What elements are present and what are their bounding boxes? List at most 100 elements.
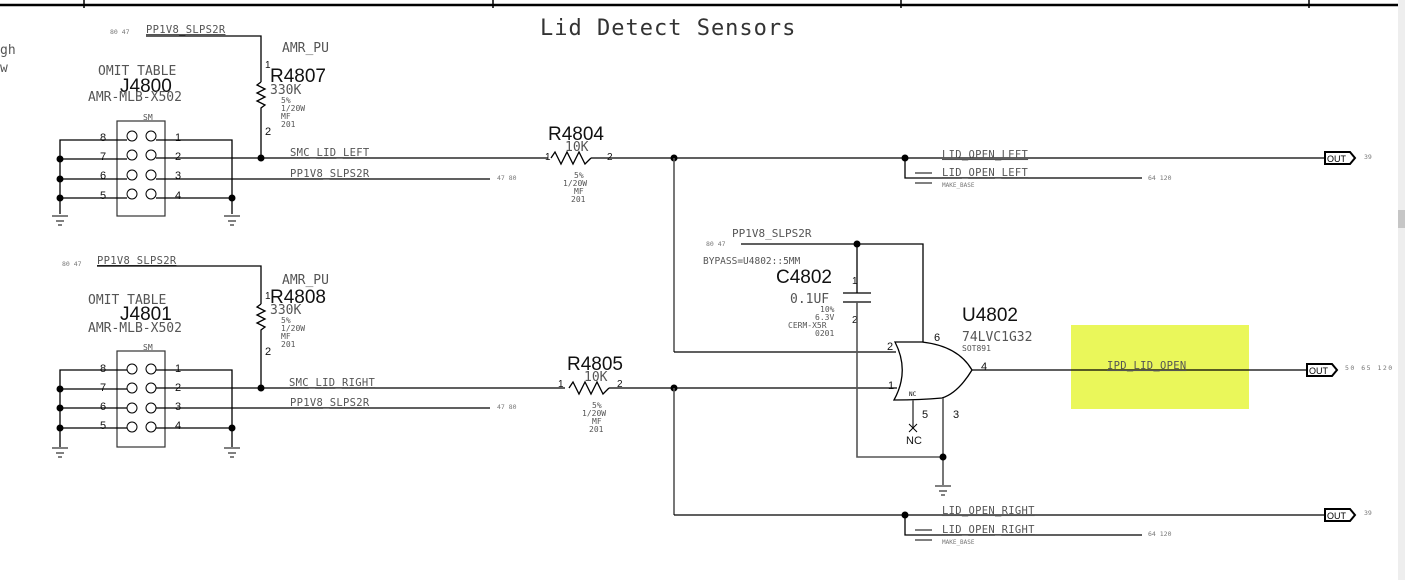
resistor-value: 330K [270, 83, 301, 98]
net-gate-supply[interactable]: PP1V8_SLPS2R 80 47 [706, 227, 924, 342]
pin-number: 5 [100, 190, 106, 202]
edge-text-1: gh [0, 43, 16, 58]
resistor-refdes: R4807 [270, 66, 326, 87]
net-label-pp1v8: PP1V8_SLPS2R [146, 24, 226, 36]
net-label-pp1v8: PP1V8_SLPS2R [97, 255, 177, 267]
highlight-box [1071, 325, 1249, 409]
pin-number: 1 [175, 363, 181, 375]
pin-number: 4 [175, 420, 181, 432]
make-base-tag: MAKE_BASE [942, 182, 975, 189]
resistor-size: 201 [571, 195, 586, 204]
net-refs: 80 47 [706, 240, 726, 248]
nc-pin-label: NC [909, 391, 917, 398]
vertical-scrollbar[interactable] [1398, 0, 1405, 580]
or-gate-u4802[interactable]: U4802 74LVC1G32 SOT891 2 1 6 4 NC NC 5 3 [887, 305, 1032, 485]
net-label-lid-open-right: LID_OPEN_RIGHT [942, 524, 1035, 536]
gate-refdes: U4802 [962, 305, 1018, 326]
capacitor-c4802[interactable]: BYPASS=U4802::5MM C4802 1 0.1UF 2 10% 6.… [703, 244, 943, 458]
net-refs: 50 65 120 [1345, 364, 1394, 372]
pin-number: 4 [981, 361, 987, 373]
pin-number: 2 [265, 346, 271, 358]
net-label-pp1v8: PP1V8_SLPS2R [290, 397, 370, 409]
resistor-r4805[interactable]: R4805 10K 1 2 5% 1/20W MF 201 [558, 354, 623, 434]
resistor-size: 201 [281, 340, 296, 349]
pin-number: 1 [175, 132, 181, 144]
connector-refdes: J4800 [120, 76, 172, 97]
make-base-tag: MAKE_BASE [942, 539, 975, 546]
net-smc-lid-left[interactable]: SMC_LID_LEFT [156, 147, 548, 159]
pin-number: 2 [852, 315, 858, 326]
pin-number: 1 [558, 379, 564, 390]
net-lid-open-left-base[interactable]: LID_OPEN_LEFT MAKE_BASE 64 120 [904, 158, 1172, 189]
net-refs: 47 80 [497, 174, 517, 182]
resistor-type: MF [592, 417, 602, 426]
port-direction: OUT [1327, 511, 1347, 521]
pin-number: 2 [617, 379, 623, 390]
resistor-type: MF [281, 332, 291, 341]
connector-part: AMR-MLB-X502 [88, 90, 182, 105]
pin-number: 1 [888, 380, 894, 392]
pin-number: 1 [545, 152, 551, 163]
net-lid-open-right[interactable]: LID_OPEN_RIGHT OUT 39 [942, 505, 1372, 522]
off-page-out-port[interactable]: OUT [1324, 151, 1357, 165]
pin-number: 2 [887, 341, 893, 353]
connector-j4801[interactable]: OMIT TABLE J4801 AMR-MLB-X502 SM 8 7 6 5… [56, 293, 236, 448]
net-refs: 39 [1364, 153, 1372, 161]
scrollbar-thumb[interactable] [1398, 210, 1405, 228]
omit-label: OMIT TABLE [88, 293, 166, 308]
bypass-note: BYPASS=U4802::5MM [703, 256, 801, 267]
pin-number: 2 [265, 126, 271, 138]
edge-text-2: w [0, 61, 8, 76]
resistor-power: 1/20W [281, 324, 305, 333]
net-pp1v8-left[interactable]: PP1V8_SLPS2R 47 80 [156, 168, 517, 182]
resistor-r4808[interactable]: 80 47 PP1V8_SLPS2R AMR_PU 1 R4808 330K 5… [62, 255, 329, 392]
resistor-size: 201 [589, 425, 604, 434]
ground-icon [224, 447, 240, 458]
connector-package: SM [143, 113, 153, 122]
resistor-r4807[interactable]: 80 47 PP1V8_SLPS2R AMR_PU 1 R4807 330K 5… [110, 24, 329, 162]
capacitor-value: 0.1UF [790, 292, 829, 307]
resistor-value: 330K [270, 303, 301, 318]
connector-body [116, 350, 166, 448]
net-lid-open-right-base[interactable]: LID_OPEN_RIGHT MAKE_BASE 64 120 [904, 515, 1172, 546]
net-pp1v8-right[interactable]: PP1V8_SLPS2R 47 80 [156, 397, 517, 411]
port-direction: OUT [1309, 366, 1329, 376]
pin-number: 5 [100, 420, 106, 432]
resistor-power: 1/20W [563, 179, 587, 188]
net-refs: 47 80 [497, 403, 517, 411]
net-label-ipd-lid-open: IPD_LID_OPEN [1107, 360, 1186, 372]
net-refs: 80 47 [110, 28, 130, 36]
off-page-out-port[interactable]: OUT [1324, 508, 1357, 522]
net-label-lid-open-left: LID_OPEN_LEFT [942, 167, 1028, 179]
connector-j4800[interactable]: OMIT TABLE J4800 AMR-MLB-X502 SM 8 7 6 5… [56, 64, 236, 217]
net-refs: 39 [1364, 509, 1372, 517]
resistor-tolerance: 5% [574, 171, 584, 180]
resistor-value: 10K [565, 140, 589, 155]
resistor-tolerance: 5% [281, 96, 291, 105]
resistor-group: AMR_PU [282, 273, 329, 288]
omit-label: OMIT TABLE [98, 64, 176, 79]
ground-icon [52, 215, 68, 226]
net-label-lid-open-left: LID_OPEN_LEFT [942, 149, 1028, 161]
ground-icon [224, 215, 240, 226]
net-lid-open-left[interactable]: LID_OPEN_LEFT OUT 39 [942, 149, 1372, 165]
pin-number: 7 [100, 382, 106, 394]
off-page-out-port[interactable]: OUT [1306, 363, 1339, 377]
net-smc-lid-right[interactable]: SMC_LID_RIGHT [156, 377, 565, 389]
capacitor-dielectric: CERM-X5R [788, 321, 827, 330]
pin-number: 8 [100, 363, 106, 375]
connector-package: SM [143, 343, 153, 352]
resistor-refdes: R4804 [548, 124, 604, 145]
port-direction: OUT [1327, 154, 1347, 164]
net-ipd-lid-open[interactable]: IPD_LID_OPEN OUT 50 65 120 [972, 325, 1394, 409]
resistor-refdes: R4808 [270, 287, 326, 308]
ground-icon [935, 485, 951, 496]
capacitor-voltage: 6.3V [815, 313, 834, 322]
sheet-title: Lid Detect Sensors [540, 16, 796, 41]
pin-number: 7 [100, 151, 106, 163]
pin-number: 1 [265, 60, 271, 71]
pin-number: 2 [175, 151, 181, 163]
sheet-frame-border [0, 0, 1399, 8]
resistor-r4804[interactable]: R4804 10K 1 2 5% 1/20W MF 201 [545, 124, 613, 204]
